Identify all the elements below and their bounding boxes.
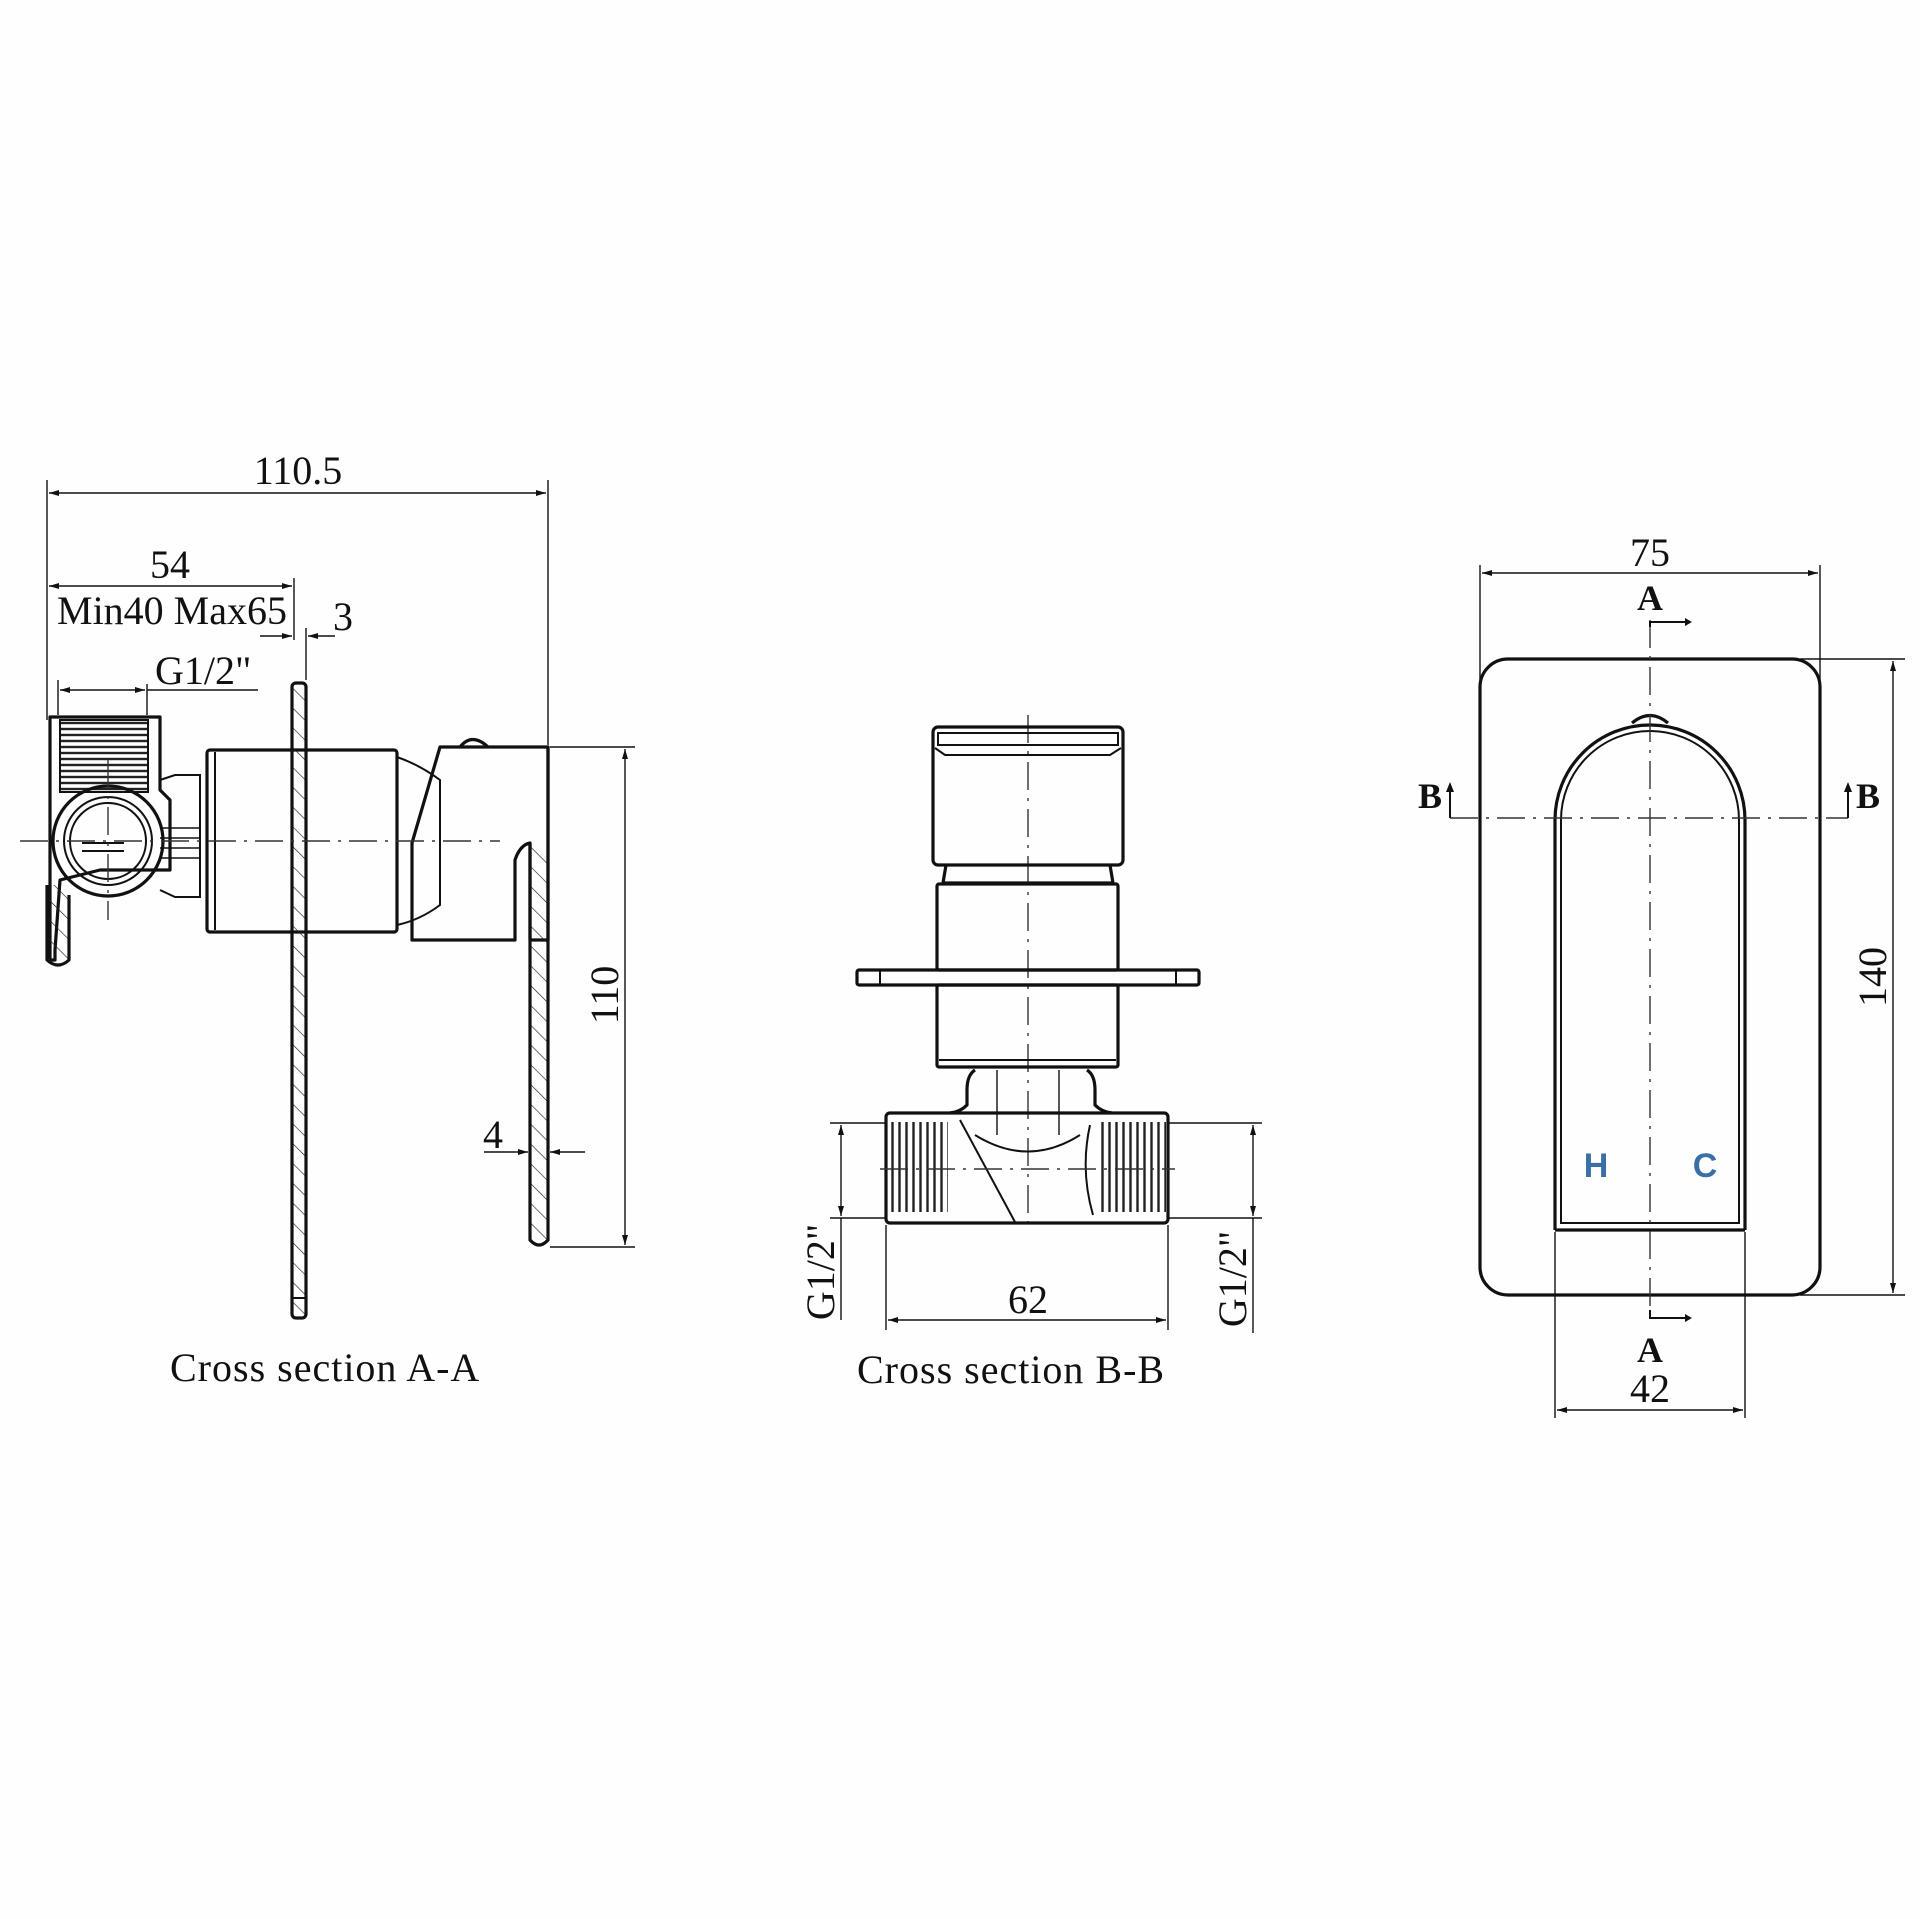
dim-handle-height: 110: [550, 746, 635, 1248]
dim-label-42: 42: [1630, 1366, 1670, 1411]
section-marker-a-top: A: [1637, 578, 1692, 627]
tee-body-bb: [880, 1111, 1175, 1225]
dim-label-3: 3: [333, 594, 353, 639]
caption-section-bb: Cross section B-B: [857, 1347, 1165, 1392]
handle-aa: [20, 737, 550, 1247]
dim-overall-depth: 110.5: [46, 448, 549, 745]
dim-label-min-max: Min40 Max65: [57, 588, 287, 633]
dim-label-110: 110: [582, 966, 627, 1025]
dim-label-g12-right: G1/2": [1210, 1231, 1255, 1327]
dim-handle-thickness: 4: [483, 1112, 585, 1157]
dim-label-4: 4: [483, 1112, 503, 1157]
dim-left-thread-bb: G1/2": [798, 1122, 886, 1320]
dim-handle-width: 42: [1554, 1232, 1746, 1418]
dim-plate-height: 140: [1800, 658, 1905, 1296]
dim-plate-width: 75: [1479, 530, 1821, 680]
front-view: 75 A A B: [1418, 530, 1905, 1418]
marker-label-b-right: B: [1856, 776, 1880, 816]
stem-bb: [949, 1068, 1113, 1115]
marker-label-a-bottom: A: [1637, 1330, 1663, 1370]
dim-inlet-thread: G1/2": [57, 648, 258, 715]
dim-label-110-5: 110.5: [254, 448, 343, 493]
marker-label-b-left: B: [1418, 776, 1442, 816]
dim-label-54: 54: [150, 542, 190, 587]
dim-plate-thickness: 3: [260, 594, 353, 680]
hot-label: H: [1584, 1147, 1609, 1185]
wall-plate-aa: [290, 681, 308, 1320]
dim-label-75: 75: [1630, 530, 1670, 575]
dim-label-62: 62: [1008, 1277, 1048, 1322]
dim-body-length-bb: 62: [885, 1225, 1169, 1330]
caption-section-aa: Cross section A-A: [170, 1345, 480, 1390]
dim-label-g12-inlet: G1/2": [155, 648, 251, 693]
section-marker-b-left: B: [1418, 776, 1454, 818]
marker-label-a-top: A: [1637, 578, 1663, 618]
lower-body-bb: [935, 983, 1120, 1069]
section-marker-b-right: B: [1844, 776, 1880, 818]
section-bb: G1/2" G1/2" 62 Cross section B-B: [798, 715, 1262, 1392]
cold-label: C: [1693, 1147, 1718, 1185]
section-aa: 110.5 54 Min40 Max65 3 G1/2": [20, 448, 635, 1390]
dim-label-140: 140: [1850, 947, 1895, 1007]
dim-right-thread-bb: G1/2": [1168, 1122, 1262, 1333]
section-marker-a-bottom: A: [1637, 1310, 1692, 1370]
handle-cap-bb: [931, 725, 1125, 867]
dim-label-g12-left: G1/2": [798, 1224, 843, 1320]
dim-body-depth: 54 Min40 Max65: [49, 542, 295, 640]
